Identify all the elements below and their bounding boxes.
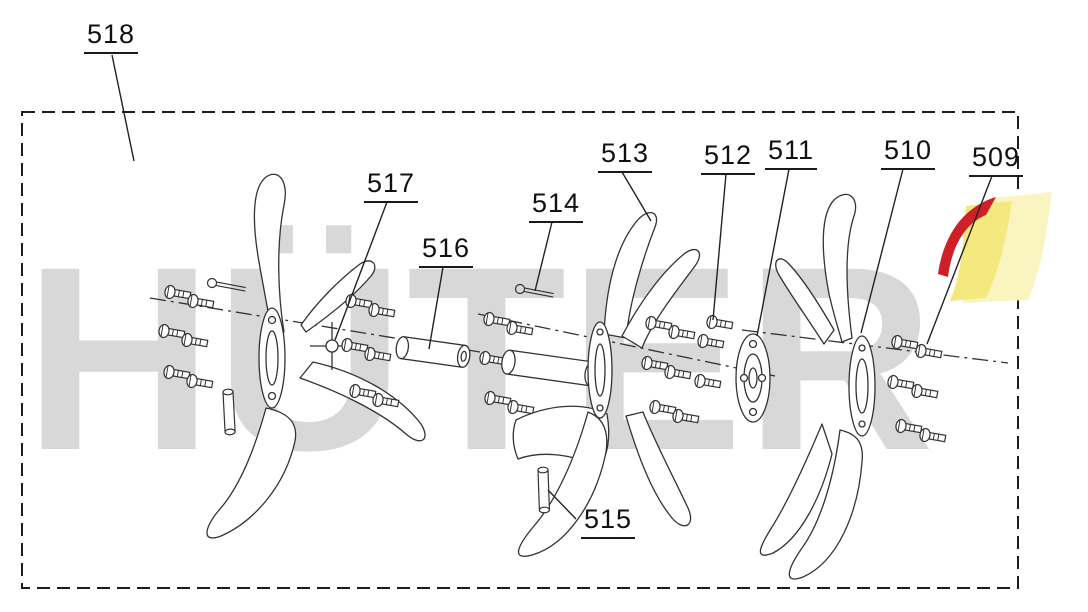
tiller-blade [621,249,700,349]
tiller-blade [253,173,286,337]
coupling-flange [735,333,771,423]
part-number: 513 [601,138,650,168]
tiller-blade [206,407,297,539]
rotor-assembly-right [759,193,947,580]
tiller-blade [822,193,857,343]
part-number: 517 [367,168,416,198]
part-label-511: 511 [765,135,818,171]
axis-line-right [741,329,1009,364]
part-label-517: 517 [364,168,419,204]
rotor-assembly-left [157,173,471,539]
tiller-blade [759,423,833,556]
tiller-blade [775,258,835,345]
tiller-blade [517,411,608,557]
leader-513 [621,171,652,222]
part-number: 518 [87,19,136,49]
hub-flange-right [848,335,876,437]
part-label-512: 512 [701,140,756,176]
part-number: 516 [422,233,471,263]
exploded-assembly [149,173,1009,580]
leader-lines [111,54,993,520]
leader-510 [860,168,904,334]
part-label-518: 518 [84,19,139,55]
axis-line-middle [477,313,776,377]
leader-511 [756,168,790,337]
leader-509 [926,175,993,345]
tiller-blade [299,361,426,442]
part-label-514: 514 [529,188,584,224]
leader-517 [334,201,388,341]
roll-pin [222,388,236,436]
diagram-border [21,111,1019,589]
brand-logo [938,192,1052,303]
tiller-blade [625,411,692,527]
leader-516 [428,266,444,350]
tiller-blade [300,260,376,333]
tiller-blade [603,212,658,339]
part-label-516: 516 [419,233,474,269]
leader-514 [534,221,553,292]
part-number: 511 [768,135,815,165]
rotor-assembly-middle [478,212,771,557]
roll-pin [537,466,551,514]
leader-515 [547,489,577,520]
part-number: 510 [884,135,933,165]
leader-512 [712,173,727,321]
shaft-tube [395,336,471,368]
part-label-515: 515 [581,504,636,540]
part-label-510: 510 [881,135,936,171]
part-number: 515 [584,504,633,534]
part-label-509: 509 [969,142,1024,178]
part-label-513: 513 [598,138,653,174]
hub-flange-middle [587,321,613,419]
part-number: 512 [704,140,753,170]
leader-518 [111,54,135,162]
hub-flange-left [258,307,286,409]
tiller-blade [788,429,864,580]
part-number: 514 [532,188,581,218]
logo-red-shape [938,197,996,277]
part-number: 509 [972,142,1021,172]
